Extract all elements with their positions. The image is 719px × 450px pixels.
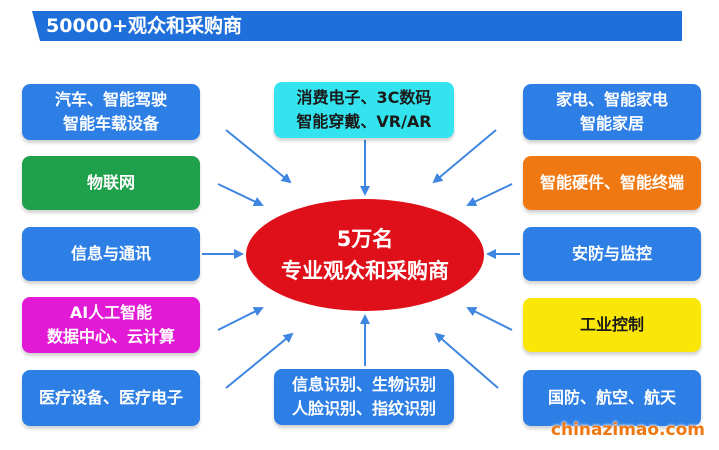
box-defense: 国防、航空、航天 — [523, 370, 701, 426]
box-auto: 汽车、智能驾驶 智能车载设备 — [22, 84, 200, 140]
box-hardware-line1: 智能硬件、智能终端 — [539, 173, 684, 192]
center-line1: 5万名 — [336, 227, 394, 251]
box-auto-line1: 汽车、智能驾驶 — [54, 90, 167, 109]
box-auto-line2: 智能车载设备 — [62, 114, 159, 133]
box-ai-line2: 数据中心、云计算 — [46, 327, 175, 346]
watermark: chinazimao.com — [550, 420, 705, 440]
arrow-iot — [217, 183, 264, 207]
box-defense-line1: 国防、航空、航天 — [547, 388, 676, 407]
box-recognition-line1: 信息识别、生物识别 — [291, 375, 436, 394]
box-security-line1: 安防与监控 — [571, 244, 652, 263]
box-industrial: 工业控制 — [523, 298, 701, 352]
box-telecom-line1: 信息与通讯 — [70, 244, 151, 263]
box-hardware: 智能硬件、智能终端 — [523, 156, 701, 210]
box-ai: AI人工智能 数据中心、云计算 — [22, 297, 200, 353]
box-iot: 物联网 — [22, 156, 200, 210]
header-title: 50000+观众和采购商 — [46, 15, 243, 37]
box-industrial-line1: 工业控制 — [579, 315, 644, 334]
arrow-ai — [217, 307, 264, 331]
box-consumer-line1: 消费电子、3C数码 — [296, 88, 432, 107]
box-home-line1: 家电、智能家电 — [555, 90, 668, 109]
box-medical-line1: 医疗设备、医疗电子 — [38, 388, 183, 407]
box-home: 家电、智能家电 智能家居 — [523, 84, 701, 140]
arrow-industrial — [466, 307, 513, 331]
center-ellipse: 5万名 专业观众和采购商 — [246, 199, 484, 311]
box-recognition-line2: 人脸识别、指纹识别 — [291, 399, 436, 418]
box-consumer-line2: 智能穿戴、VR/AR — [296, 112, 432, 131]
arrow-hardware — [466, 183, 513, 207]
box-medical: 医疗设备、医疗电子 — [22, 370, 200, 426]
box-iot-line1: 物联网 — [86, 173, 135, 192]
box-ai-line1: AI人工智能 — [69, 303, 153, 322]
box-recognition: 信息识别、生物识别 人脸识别、指纹识别 — [274, 369, 454, 425]
box-home-line2: 智能家居 — [579, 114, 644, 133]
box-telecom: 信息与通讯 — [22, 227, 200, 281]
header-banner: 50000+观众和采购商 — [32, 11, 682, 41]
center-line2: 专业观众和采购商 — [281, 259, 449, 283]
box-security: 安防与监控 — [523, 227, 701, 281]
box-consumer: 消费电子、3C数码 智能穿戴、VR/AR — [274, 82, 454, 138]
